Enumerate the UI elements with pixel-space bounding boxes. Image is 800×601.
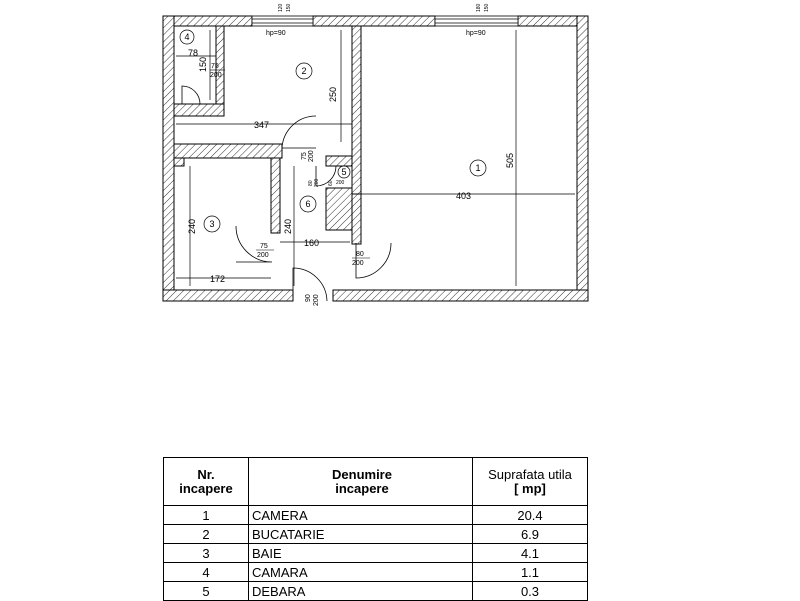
windows [251, 15, 519, 27]
door-bath [235, 225, 273, 263]
dim-403: 403 [456, 191, 471, 201]
wall-bath-left-inner [173, 157, 185, 167]
door-storage [315, 165, 337, 187]
dim-78: 78 [188, 48, 198, 58]
dim-505: 505 [505, 153, 515, 168]
hp-left: hp=90 [266, 30, 286, 37]
dim-240-left: 240 [187, 219, 197, 234]
wall-storage [325, 155, 353, 167]
window-left [251, 15, 314, 27]
wall-pantry-bottom [173, 103, 225, 117]
room-number-4: 4 [184, 32, 189, 42]
exterior-walls [162, 15, 589, 302]
room-number-6: 6 [305, 199, 310, 209]
door-200-d: 200 [352, 260, 364, 267]
small-200: 200 [336, 180, 345, 186]
small-60: 60 [328, 180, 334, 186]
top-wall-middle [312, 15, 436, 27]
win-left-150: 150 [286, 3, 292, 12]
win-right-150: 150 [484, 3, 490, 12]
bottom-wall-left [162, 289, 294, 302]
top-wall-left [162, 15, 253, 27]
table-row: 4 CAMARA 1.1 [163, 562, 588, 582]
room-marker-1 [469, 159, 487, 177]
door-entrance [292, 267, 328, 302]
wall-storage-block [325, 187, 353, 231]
door-80: 80 [356, 251, 364, 258]
window-right [434, 15, 519, 27]
room-marker-6 [299, 195, 317, 213]
header-nr: Nr. incapere [163, 457, 249, 506]
dim-160: 160 [304, 238, 319, 248]
left-wall [162, 15, 175, 302]
table-row: 2 BUCATARIE 6.9 [163, 524, 588, 544]
table-row: 1 CAMERA 20.4 [163, 505, 588, 525]
interior-walls [173, 25, 362, 245]
table-header-row: Nr. incapere Denumire incapere Suprafata… [163, 457, 588, 506]
bottom-wall-right [332, 289, 589, 302]
win-left-120: 120 [278, 3, 284, 12]
door-75-a: 75 [211, 63, 219, 70]
dim-150: 150 [198, 57, 208, 72]
dim-250: 250 [328, 87, 338, 102]
right-wall [576, 15, 589, 302]
header-name: Denumire incapere [248, 457, 473, 506]
floor-plan: 1 2 3 4 5 6 347 250 505 403 240 240 160 … [162, 3, 589, 306]
door-200-c: 200 [257, 252, 269, 259]
room-markers [179, 29, 487, 233]
door-200-e: 200 [313, 294, 320, 306]
room-marker-4 [179, 29, 195, 45]
room-number-1: 1 [475, 163, 480, 173]
room-number-3: 3 [209, 219, 214, 229]
door-kitchen [281, 115, 317, 149]
door-pantry [181, 85, 201, 105]
door-200-b: 200 [308, 150, 315, 162]
room-number-5: 5 [341, 167, 346, 177]
dim-172: 172 [210, 274, 225, 284]
wall-pantry-right [215, 25, 225, 117]
door-200-small: 200 [314, 178, 320, 187]
doors [181, 85, 392, 302]
wall-kitchen-bottom [173, 143, 283, 159]
wall-camera-lower [351, 193, 362, 245]
wall-bath-right [270, 157, 281, 234]
door-90: 90 [305, 294, 312, 302]
win-right-180: 180 [476, 3, 482, 12]
door-camera [355, 242, 392, 279]
room-area-table: Nr. incapere Denumire incapere Suprafata… [163, 457, 588, 601]
door-75-c: 75 [260, 243, 268, 250]
dim-240-mid: 240 [283, 219, 293, 234]
door-75-b: 75 [301, 152, 308, 160]
room-number-2: 2 [301, 66, 306, 76]
room-marker-5 [337, 165, 351, 179]
table-row: 5 DEBARA 0.3 [163, 581, 588, 601]
header-area: Suprafata utila [ mp] [472, 457, 588, 506]
dim-347: 347 [254, 120, 269, 130]
hp-right: hp=90 [466, 30, 486, 37]
room-marker-3 [203, 215, 221, 233]
door-80-small: 80 [308, 180, 314, 186]
door-200-a: 200 [210, 72, 222, 79]
wall-camera-divider [351, 25, 362, 195]
room-marker-2 [295, 62, 313, 80]
dimension-lines [176, 30, 575, 286]
table-row: 3 BAIE 4.1 [163, 543, 588, 563]
